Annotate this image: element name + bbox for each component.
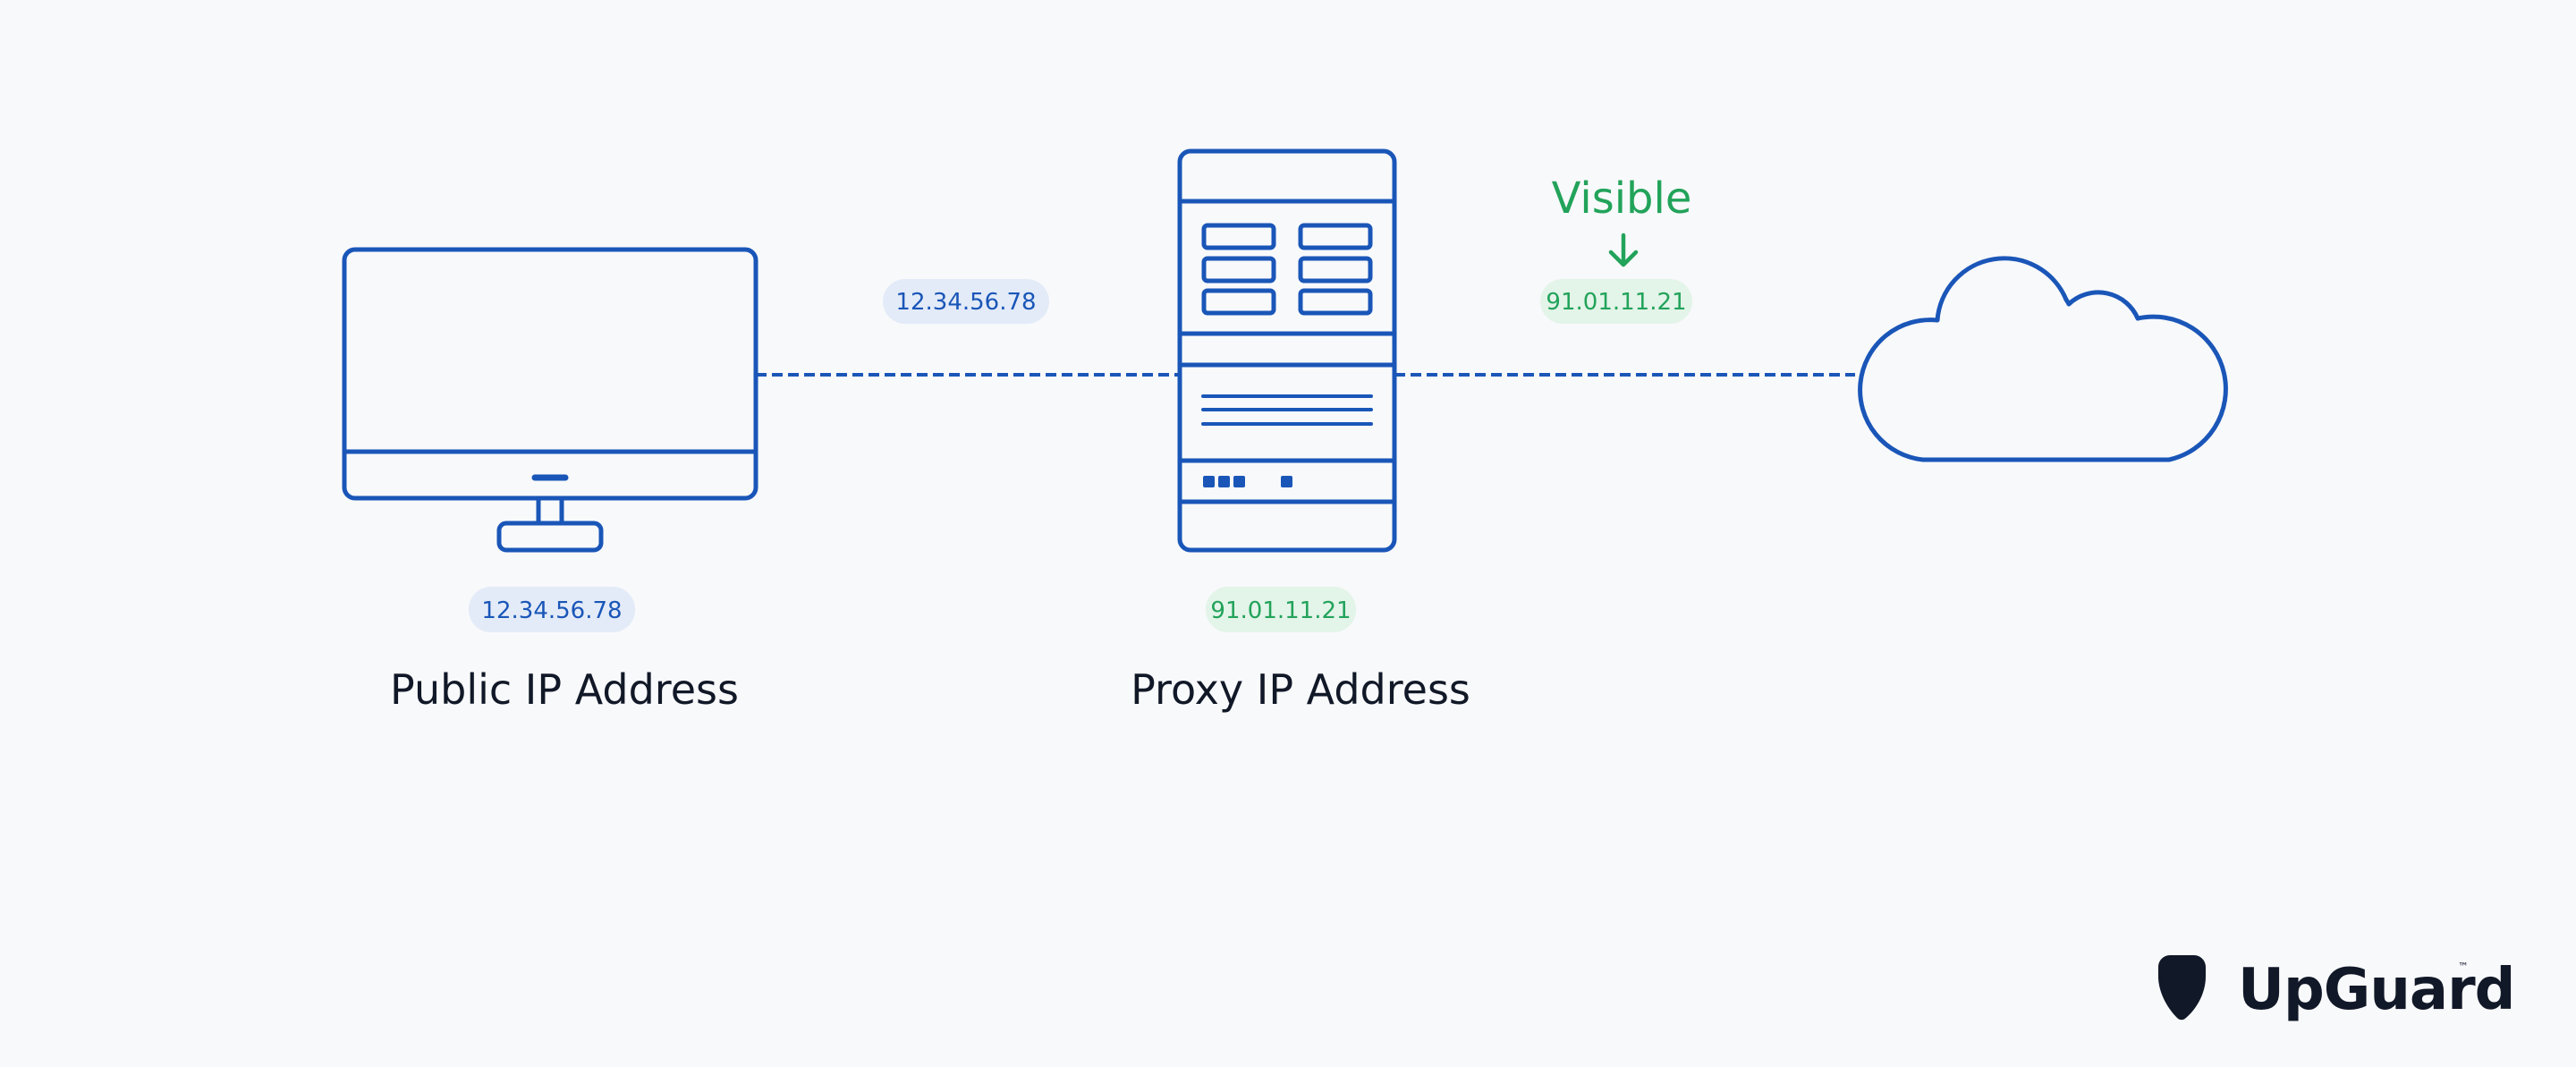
client-inline-ip-badge: 12.34.56.78 bbox=[883, 279, 1049, 324]
guitar-pick-logo-icon bbox=[2158, 955, 2206, 1020]
proxy-inline-ip-badge: 91.01.11.21 bbox=[1540, 279, 1692, 324]
cloud-icon bbox=[1858, 256, 2228, 462]
visible-label: Visible bbox=[1552, 174, 1692, 224]
proxy-inline-ip-text: 91.01.11.21 bbox=[1546, 289, 1686, 316]
server-status-lights bbox=[1203, 476, 1292, 487]
client-ip-badge: 12.34.56.78 bbox=[469, 587, 635, 632]
server-tower-icon bbox=[1177, 148, 1397, 553]
proxy-ip-text: 91.01.11.21 bbox=[1210, 597, 1351, 624]
brand-trademark: ™ bbox=[2458, 961, 2469, 973]
client-inline-ip-text: 12.34.56.78 bbox=[895, 289, 1036, 316]
proxy-ip-badge: 91.01.11.21 bbox=[1206, 587, 1356, 632]
arrow-down-icon bbox=[1608, 233, 1639, 267]
brand-name: UpGuard bbox=[2238, 957, 2514, 1023]
client-ip-text: 12.34.56.78 bbox=[481, 597, 622, 624]
proxy-caption: Proxy IP Address bbox=[1131, 665, 1470, 714]
desktop-monitor-icon bbox=[342, 247, 758, 553]
client-caption: Public IP Address bbox=[390, 665, 739, 714]
